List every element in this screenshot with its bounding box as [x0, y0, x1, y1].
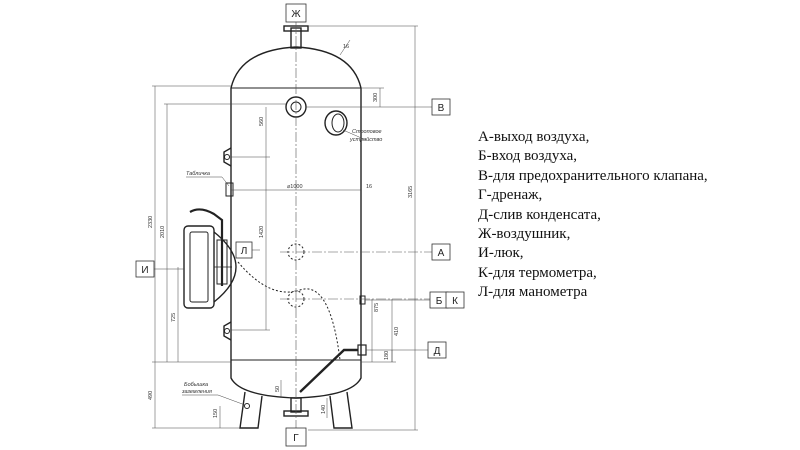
dim-text-50: 50	[275, 386, 281, 392]
note-tablichka: Табличка	[186, 171, 210, 177]
leader-stropovoe	[342, 129, 367, 141]
davit-handle	[216, 239, 228, 285]
leader-bobyshka-2	[217, 394, 246, 406]
port-label-i: И	[141, 265, 148, 276]
leader-tablichka-2	[221, 176, 230, 187]
legend-item-i: И-люк,	[478, 245, 524, 262]
legend-item-d: Д-слив конденсата,	[478, 206, 601, 223]
dim-text-2330: 2330	[148, 216, 154, 228]
manhole-davit	[189, 208, 224, 286]
note-stropovoe-1: Строповое	[352, 129, 382, 135]
port-label-k: К	[452, 296, 458, 307]
dim-text-16-right: 16	[366, 184, 372, 190]
lower-lug-hole	[224, 328, 230, 334]
internal-pipe	[237, 261, 341, 361]
dim-text-725: 725	[171, 313, 177, 322]
note-stropovoe-2: устройство	[349, 136, 382, 143]
dim-text-16-top: 16	[343, 44, 349, 50]
condensate-pipe	[299, 348, 358, 393]
label-box-d	[427, 341, 447, 359]
right-leg	[329, 391, 353, 429]
legend-item-v: В-для предохранительного клапана,	[478, 167, 708, 184]
legend-item-g: Г-дренаж,	[478, 187, 543, 204]
port-label-d: Д	[434, 346, 441, 357]
port-label-g: Г	[293, 433, 299, 444]
legend-item-zh: Ж-воздушник,	[478, 226, 571, 243]
legend-item-b: Б-вход воздуха,	[478, 148, 578, 165]
label-box-i	[135, 260, 155, 278]
label-box-g	[285, 427, 307, 447]
dim-text-1420: 1420	[259, 226, 265, 238]
dim-text-490: 490	[148, 391, 154, 400]
nameplate	[225, 182, 234, 197]
legend-item-l: Л-для манометра	[478, 284, 588, 301]
condensate-outlet-d	[357, 344, 367, 356]
port-label-zh: Ж	[291, 9, 301, 20]
port-label-a: А	[438, 248, 445, 259]
port-label-b: Б	[436, 296, 443, 307]
note-bobyshka-1: Бобышка	[184, 382, 208, 388]
ports-legend: А-выход воздуха, Б-вход воздуха, В-для п…	[478, 128, 708, 303]
manhole-flange	[183, 225, 215, 309]
dim-text-300: 300	[373, 93, 379, 102]
dim-text-560: 560	[259, 117, 265, 126]
label-box-l	[235, 241, 253, 259]
label-box-v	[431, 98, 451, 116]
dim-text-3165: 3165	[408, 186, 414, 198]
dim-text-180: 180	[384, 351, 390, 360]
dim-text-150: 150	[213, 409, 219, 418]
port-label-v: В	[438, 103, 445, 114]
label-box-a	[431, 243, 451, 261]
dim-text-140: 140	[321, 405, 327, 414]
upper-lug-hole	[224, 154, 230, 160]
dim-text-875: 875	[374, 303, 380, 312]
dim-text-2010: 2010	[160, 226, 166, 238]
manhole-cover	[189, 231, 209, 303]
label-box-k	[445, 291, 465, 309]
label-box-zh	[285, 3, 307, 23]
dim-top-16	[339, 39, 351, 56]
left-leg	[239, 391, 263, 429]
port-label-l: Л	[241, 246, 248, 257]
dim-text-1000: ⌀1000	[287, 184, 303, 190]
dim-text-410: 410	[394, 327, 400, 336]
legend-item-k: К-для термометра,	[478, 264, 597, 281]
lifting-device	[324, 110, 348, 136]
grounding-boss	[244, 403, 250, 409]
note-bobyshka-2: заземления	[181, 389, 212, 395]
lifting-device-inner	[331, 113, 345, 133]
legend-item-a: А-выход воздуха,	[478, 129, 590, 145]
